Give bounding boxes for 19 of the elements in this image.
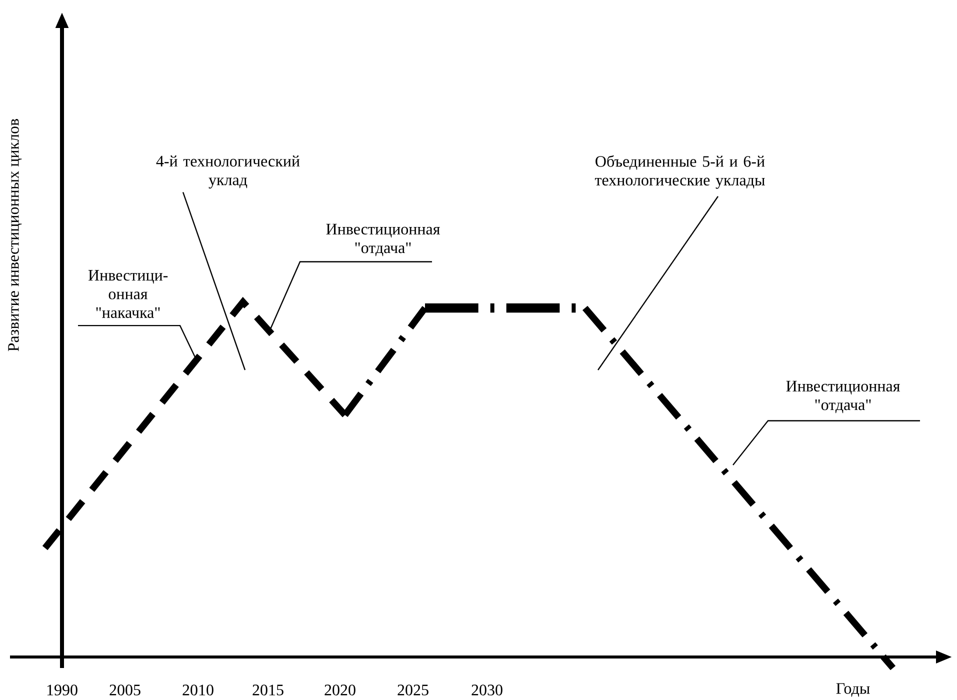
leader-line — [598, 196, 718, 370]
callout-text: Инвестиционная "отдача" — [326, 224, 440, 256]
tick-label: Годы — [836, 683, 870, 697]
callout-text: Инвестици- онная "накачка" — [88, 270, 168, 318]
tick-label: 2005 — [110, 684, 140, 696]
tick-label: 2020 — [324, 684, 356, 696]
tick-label: 2010 — [182, 684, 214, 696]
callout-text: 4-й технологический уклад — [156, 155, 300, 189]
tick-label: 2025 — [398, 684, 428, 696]
callout-text: Инвестиционная "отдача" — [786, 380, 900, 414]
axis-title: Развитие инвестиционных циклов — [8, 118, 22, 352]
tick-label: 2030 — [472, 684, 502, 696]
tick-label: 2015 — [252, 684, 284, 696]
callout-text: Объединенные 5-й и 6-й технологические уклады — [594, 155, 765, 189]
leader-line — [269, 261, 432, 330]
leader-line — [732, 420, 920, 466]
leader-line — [182, 192, 246, 370]
leader-line — [78, 324, 196, 358]
tick-label: 1990 — [47, 684, 78, 696]
